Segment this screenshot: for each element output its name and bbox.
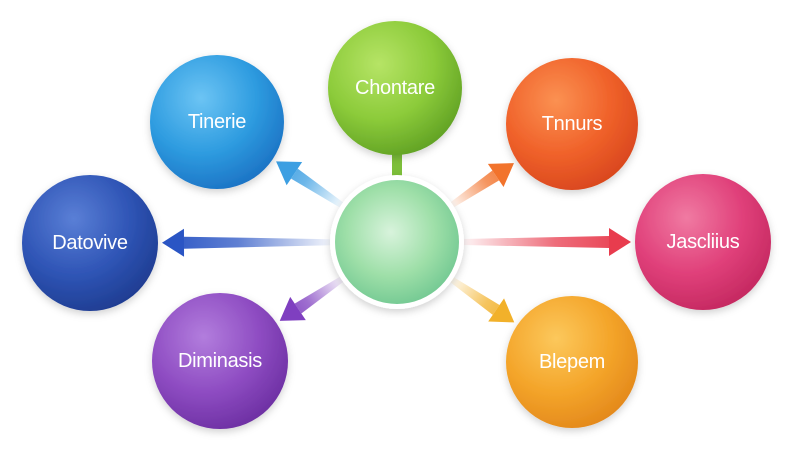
node-label: Jascliius [667, 231, 740, 253]
node-label: Tinerie [188, 111, 246, 133]
arrows-layer [161, 151, 631, 323]
arrow-head [279, 296, 306, 321]
connector-stem [392, 151, 402, 184]
node-circle [506, 58, 638, 190]
arrow-head [487, 163, 514, 188]
arrow-shaft [449, 276, 500, 315]
center-hub-circle [335, 180, 459, 304]
arrow-shaft [463, 236, 609, 248]
node-label: Diminasis [178, 350, 262, 372]
node-circle [506, 296, 638, 428]
node-circle [635, 174, 771, 310]
node-tinerie: Tinerie [150, 55, 284, 189]
arrow-to-datovive [161, 228, 332, 257]
node-jascliius: Jascliius [635, 174, 771, 310]
node-label: Datovive [52, 232, 128, 254]
node-label: Blepem [539, 351, 605, 373]
node-blepem: Blepem [506, 296, 638, 428]
node-circle [328, 21, 462, 155]
node-circle [150, 55, 284, 189]
node-diminasis: Diminasis [152, 293, 288, 429]
arrow-shaft [294, 276, 344, 314]
arrow-to-tinerie [276, 161, 344, 208]
arrow-to-jascliius [463, 228, 631, 256]
arrow-to-blepem [449, 276, 515, 323]
arrow-shaft [183, 236, 332, 249]
node-circle [152, 293, 288, 429]
arrow-to-tnnurs [450, 163, 514, 208]
node-tnnurs: Tnnurs [506, 58, 638, 190]
node-chontare: Chontare [328, 21, 462, 155]
arrow-to-diminasis [279, 276, 344, 321]
node-circle [22, 175, 158, 311]
node-label: Chontare [355, 77, 435, 99]
node-datovive: Datovive [22, 175, 158, 311]
arrow-shaft [450, 170, 500, 208]
arrow-to-chontare [392, 151, 402, 184]
arrow-head [276, 161, 303, 186]
arrow-head [161, 228, 185, 257]
arrow-head [488, 298, 515, 323]
arrow-head [609, 228, 631, 256]
arrow-shaft [291, 168, 344, 208]
node-label: Tnnurs [542, 113, 603, 135]
center-hub [330, 175, 464, 309]
